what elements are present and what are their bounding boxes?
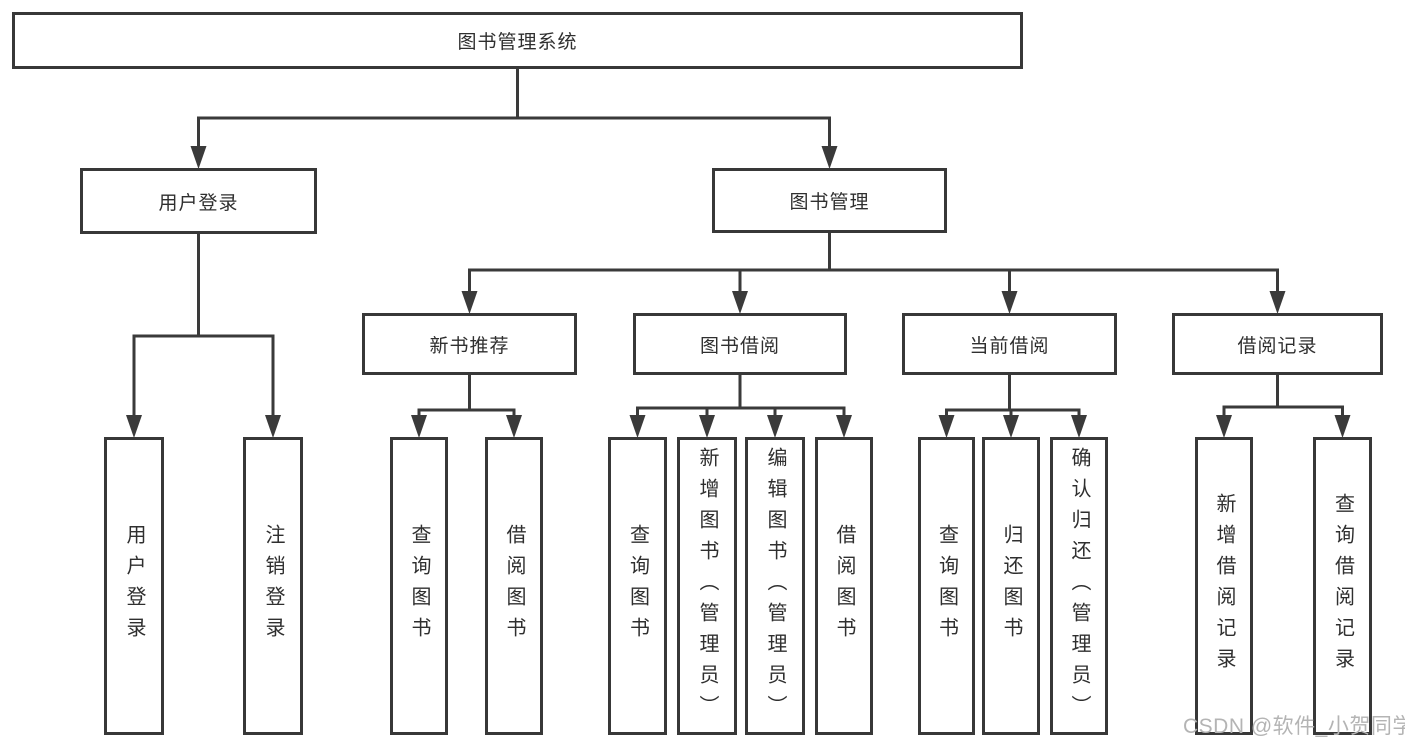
arrowhead-icon bbox=[461, 291, 478, 314]
arrowhead-icon bbox=[767, 415, 783, 438]
node-recd-add: 新增借阅记录 bbox=[1195, 437, 1253, 735]
arrowhead-icon bbox=[1003, 415, 1019, 438]
arrowhead-icon bbox=[836, 415, 852, 438]
node-root: 图书管理系统 bbox=[12, 12, 1023, 69]
node-label-mgmt: 图书管理 bbox=[789, 192, 870, 213]
arrowhead-icon bbox=[506, 415, 522, 438]
node-cur-query: 查询图书 bbox=[918, 437, 975, 735]
node-label-cur-confirm: 确认归还（管理员） bbox=[1068, 446, 1090, 726]
node-label-login-logout: 注销登录 bbox=[262, 524, 284, 648]
node-label-cur-query: 查询图书 bbox=[935, 524, 958, 648]
arrowhead-icon bbox=[1001, 291, 1018, 314]
node-label-borrow-edit: 编辑图书（管理员） bbox=[764, 446, 786, 726]
node-cur-return: 归还图书 bbox=[982, 437, 1040, 735]
node-label-recd-add: 新增借阅记录 bbox=[1213, 493, 1235, 679]
arrowhead-icon bbox=[938, 415, 955, 438]
node-label-recd-query: 查询借阅记录 bbox=[1331, 493, 1354, 679]
node-login-logout: 注销登录 bbox=[243, 437, 303, 735]
arrowhead-icon bbox=[126, 415, 142, 438]
node-rec-query: 查询图书 bbox=[390, 437, 448, 735]
node-label-borrow: 图书借阅 bbox=[699, 335, 780, 357]
arrowhead-icon bbox=[1216, 415, 1232, 438]
node-cur-confirm: 确认归还（管理员） bbox=[1050, 437, 1108, 735]
node-rec: 新书推荐 bbox=[362, 313, 577, 375]
arrowhead-icon bbox=[699, 415, 715, 438]
node-label-root: 图书管理系统 bbox=[457, 32, 578, 53]
arrowhead-icon bbox=[1269, 291, 1286, 314]
arrowhead-icon bbox=[190, 146, 207, 169]
node-label-rec-query: 查询图书 bbox=[408, 524, 430, 648]
node-borrow-edit: 编辑图书（管理员） bbox=[745, 437, 805, 735]
node-label-login: 用户登录 bbox=[158, 192, 239, 214]
node-label-borrow-add: 新增图书（管理员） bbox=[696, 446, 718, 726]
arrowhead-icon bbox=[411, 415, 427, 438]
node-label-cur-return: 归还图书 bbox=[1000, 524, 1022, 648]
node-label-current: 当前借阅 bbox=[969, 335, 1050, 357]
node-label-rec-borrow: 借阅图书 bbox=[503, 524, 525, 648]
node-borrow: 图书借阅 bbox=[633, 313, 847, 375]
node-rec-borrow: 借阅图书 bbox=[485, 437, 543, 735]
arrowhead-icon bbox=[1071, 415, 1087, 438]
node-label-rec: 新书推荐 bbox=[429, 335, 510, 357]
node-label-login-user: 用户登录 bbox=[123, 524, 145, 648]
node-label-borrow-query: 查询图书 bbox=[626, 524, 649, 648]
node-borrow-query: 查询图书 bbox=[608, 437, 667, 735]
arrowhead-icon bbox=[732, 291, 748, 314]
arrowhead-icon bbox=[821, 146, 838, 169]
arrowhead-icon bbox=[1334, 415, 1351, 438]
node-current: 当前借阅 bbox=[902, 313, 1117, 375]
arrowhead-icon bbox=[265, 415, 281, 438]
node-login: 用户登录 bbox=[80, 168, 317, 234]
node-label-borrow-lend: 借阅图书 bbox=[833, 524, 855, 648]
arrowhead-icon bbox=[629, 415, 646, 438]
node-records: 借阅记录 bbox=[1172, 313, 1383, 375]
node-borrow-add: 新增图书（管理员） bbox=[677, 437, 737, 735]
node-login-user: 用户登录 bbox=[104, 437, 164, 735]
node-label-records: 借阅记录 bbox=[1237, 335, 1318, 357]
csdn-watermark: CSDN @软件_小贺同学 bbox=[1183, 715, 1405, 738]
node-borrow-lend: 借阅图书 bbox=[815, 437, 873, 735]
node-mgmt: 图书管理 bbox=[712, 168, 947, 233]
node-recd-query: 查询借阅记录 bbox=[1313, 437, 1372, 735]
